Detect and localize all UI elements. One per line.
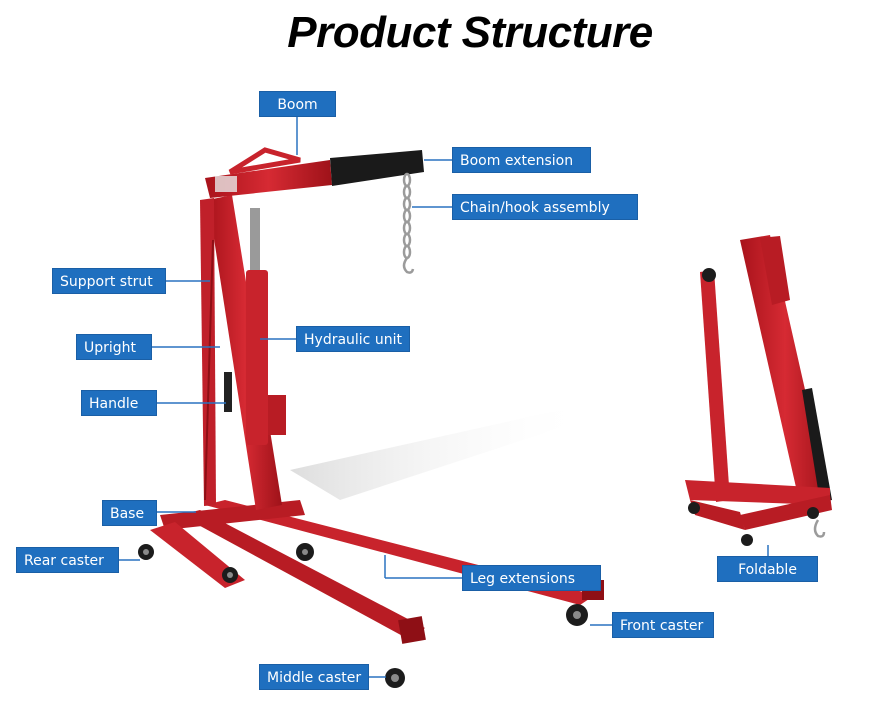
label-leg-extensions: Leg extensions xyxy=(462,565,601,591)
leader-lines xyxy=(119,115,769,678)
label-base: Base xyxy=(102,500,157,526)
label-boom: Boom xyxy=(259,91,336,117)
label-middle-caster: Middle caster xyxy=(259,664,369,690)
label-hydraulic-unit: Hydraulic unit xyxy=(296,326,410,352)
label-foldable: Foldable xyxy=(717,556,818,582)
label-upright: Upright xyxy=(76,334,152,360)
label-boom-extension: Boom extension xyxy=(452,147,591,173)
label-rear-caster: Rear caster xyxy=(16,547,119,573)
label-front-caster: Front caster xyxy=(612,612,714,638)
ground-shadow xyxy=(290,410,590,500)
page-title: Product Structure xyxy=(287,8,653,57)
engine-crane-main xyxy=(138,147,604,688)
label-handle: Handle xyxy=(81,390,157,416)
label-chain-hook-assembly: Chain/hook assembly xyxy=(452,194,638,220)
label-support-strut: Support strut xyxy=(52,268,166,294)
engine-crane-folded xyxy=(685,235,832,546)
